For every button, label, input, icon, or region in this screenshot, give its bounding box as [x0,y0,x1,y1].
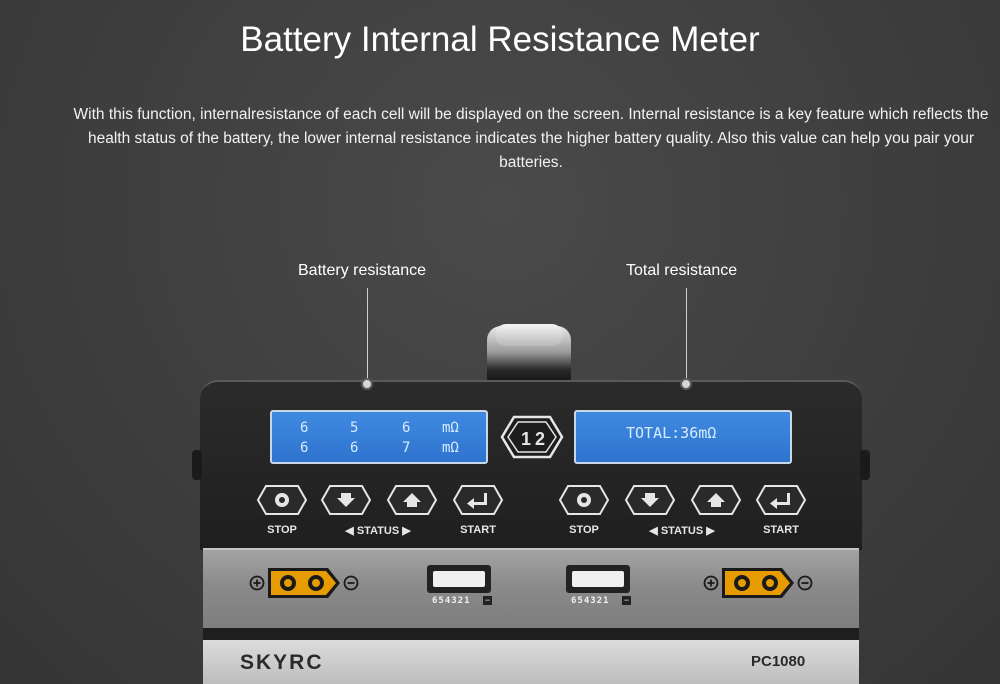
right-lcd-screen: TOTAL:36mΩ [574,410,792,464]
minus-icon [797,575,813,591]
balance-socket [572,571,624,587]
status-up-button[interactable] [386,484,438,516]
status-up-button-right[interactable] [690,484,742,516]
callout-battery-resistance: Battery resistance [298,262,427,279]
brand-logo: SKYRC [240,651,324,674]
status-label: ◀ STATUS ▶ [345,525,411,537]
knob-cap [495,324,563,346]
balance-label-right: 654321 [571,596,610,606]
xt60-port-left[interactable] [248,565,360,601]
callout-total-resistance: Total resistance [626,262,738,279]
lcd-cell-value: 5 [350,420,359,436]
lcd-cell-value: 6 [300,420,309,436]
enter-icon [467,493,487,509]
lcd-cell-unit: mΩ [442,440,459,456]
lcd-cell-value: 6 [402,420,411,436]
badge-one: 1 [521,429,531,449]
minus-icon [343,575,359,591]
callout-line-right [686,288,687,380]
stop-label: STOP [267,524,297,536]
start-label: START [460,524,496,536]
status-down-button[interactable] [320,484,372,516]
stop-button-right[interactable] [558,484,610,516]
gear-icon [577,493,591,507]
callout-line-left [367,288,368,380]
start-button[interactable] [452,484,504,516]
balance-socket [433,571,485,587]
charger-top-panel [200,380,862,550]
lcd-total-text: TOTAL:36mΩ [626,424,717,442]
arrow-down-icon [337,493,355,507]
minus-icon: − [483,595,492,605]
brand-panel [203,640,859,684]
callout-dot-left [361,378,373,390]
stop-label-right: STOP [569,524,599,536]
lcd-row-1: 6 5 6 mΩ [272,420,486,438]
xt60-port-right[interactable] [702,565,814,601]
balance-label-left: 654321 [432,596,471,606]
badge-two: 2 [535,429,545,449]
side-handle-right [860,450,870,480]
arrow-up-icon [403,493,421,507]
status-label-right: ◀ STATUS ▶ [649,525,715,537]
side-handle-left [192,450,202,480]
model-name: PC1080 [751,653,806,670]
enter-icon [770,493,790,509]
arrow-up-icon [707,493,725,507]
left-lcd-screen: 6 5 6 mΩ 6 6 7 mΩ [270,410,488,464]
status-down-button-right[interactable] [624,484,676,516]
panel-divider [203,628,859,640]
description: With this function, internalresistance o… [73,106,989,171]
lcd-cell-value: 6 [300,440,309,456]
stop-button[interactable] [256,484,308,516]
channel-badge-icon: 1 2 [500,415,564,459]
plus-icon [249,575,265,591]
lcd-cell-unit: mΩ [442,420,459,436]
minus-icon: − [622,595,631,605]
start-button-right[interactable] [755,484,807,516]
balance-port-left[interactable] [427,565,491,593]
start-label-right: START [763,524,799,536]
gear-icon [275,493,289,507]
lcd-cell-value: 6 [350,440,359,456]
callout-dot-right [680,378,692,390]
lcd-cell-value: 7 [402,440,411,456]
balance-port-right[interactable] [566,565,630,593]
lcd-row-2: 6 6 7 mΩ [272,440,486,458]
page-title: Battery Internal Resistance Meter [240,20,760,59]
plus-icon [703,575,719,591]
arrow-down-icon [641,493,659,507]
